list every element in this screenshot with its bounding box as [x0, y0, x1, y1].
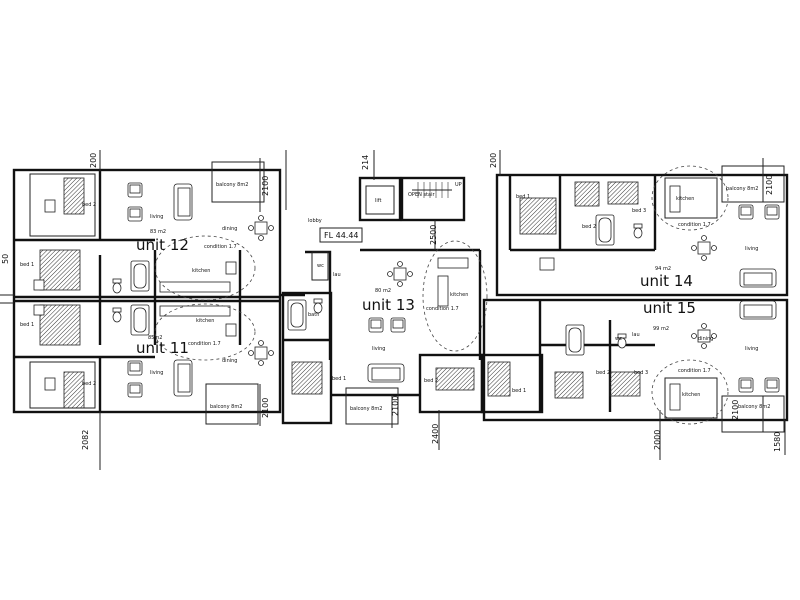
dim-2100-bottom-mid: 2100 [391, 396, 400, 416]
room-u13-bed1: bed 1 [332, 376, 346, 382]
dim-214: 214 [361, 155, 370, 170]
room-u15-kitchen: kitchen [682, 392, 700, 398]
dim-2100-bottom-left: 2100 [261, 398, 270, 418]
unit-11-label: unit 11 [136, 339, 189, 357]
unit13-furniture [287, 240, 511, 397]
room-u13-kitchen: kitchen [450, 292, 468, 298]
unit-12-label: unit 12 [136, 236, 189, 254]
unit-15-area: 99 m2 [653, 326, 669, 332]
room-u14-bed3: bed 3 [632, 208, 646, 214]
right-wing-walls [482, 165, 789, 433]
left-wing-walls [0, 161, 282, 425]
left-wing-furniture [33, 177, 274, 409]
room-open-stair: OPEN stair [408, 192, 435, 198]
dim-50: 50 [1, 254, 10, 264]
room-u12-bed1: bed 1 [20, 262, 34, 268]
unit-13-area: 80 m2 [375, 288, 391, 294]
dim-1580: 1580 [773, 432, 782, 452]
room-u14-kitchen: kitchen [676, 196, 694, 202]
dimension-lines [99, 150, 786, 470]
room-u13-bed2: bed 2 [424, 378, 438, 384]
room-u15-bed3: bed 3 [634, 370, 648, 376]
room-u11-kitchen: kitchen [196, 318, 214, 324]
room-u13-lau: lau [333, 272, 341, 278]
unit-13-condition: condition 1.7 [426, 306, 459, 312]
dim-2500: 2500 [429, 225, 438, 245]
room-u15-bed2: bed 2 [596, 370, 610, 376]
room-u14-bed2: bed 2 [582, 224, 596, 230]
room-u11-dining: dining [222, 358, 237, 364]
room-u15-living: living [745, 346, 758, 352]
unit-14-area: 94 m2 [655, 266, 671, 272]
room-u14-living: living [745, 246, 758, 252]
room-u13-wc: wc [317, 263, 324, 269]
room-u12-balcony: balcony 8m2 [216, 182, 248, 188]
unit-11-condition: condition 1.7 [188, 341, 221, 347]
room-u12-bed2: bed 2 [82, 202, 96, 208]
room-u11-living: living [150, 370, 163, 376]
room-u12-kitchen: kitchen [192, 268, 210, 274]
unit-11-area: 85m2 [148, 335, 162, 341]
room-up: UP [455, 182, 462, 188]
floor-level-tag: FL 44.44 [319, 227, 363, 243]
room-lift: lift [375, 198, 381, 204]
room-u11-bed2: bed 2 [82, 381, 96, 387]
unit-14-label: unit 14 [640, 272, 693, 290]
dim-2100-top-left: 2100 [261, 176, 270, 196]
room-u15-balcony: balcony 8m2 [738, 404, 770, 410]
room-u11-bed1: bed 1 [20, 322, 34, 328]
room-u15-lau: lau [632, 332, 640, 338]
room-u12-living: living [150, 214, 163, 220]
room-u13-balcony: balcony 8m2 [350, 406, 382, 412]
dim-200: 200 [89, 153, 98, 168]
room-u13-living: living [372, 346, 385, 352]
room-u14-bed1: bed 1 [516, 194, 530, 200]
room-u15-wc: wc [615, 336, 622, 342]
unit-15-condition: condition 1.7 [678, 368, 711, 374]
room-u15-bed1: bed 1 [512, 388, 526, 394]
floor-level-label: FL 44.44 [324, 231, 359, 240]
dim-200-right: 200 [489, 153, 498, 168]
dim-2100-top-right: 2100 [765, 175, 774, 195]
right-wing-furniture [519, 165, 780, 425]
room-u14-balcony: balcony 8m2 [726, 186, 758, 192]
unit13-walls [281, 248, 544, 425]
unit-13-label: unit 13 [362, 296, 415, 314]
unit-12-condition: condition 1.7 [204, 244, 237, 250]
room-u11-balcony: balcony 8m2 [210, 404, 242, 410]
dim-2000: 2000 [653, 430, 662, 450]
unit-15-label: unit 15 [643, 299, 696, 317]
room-u15-dining: dining [698, 336, 713, 342]
room-u13-bath: bath [308, 312, 319, 318]
unit-12-area: 83 m2 [150, 229, 166, 235]
dim-2082: 2082 [81, 430, 90, 450]
dim-2100-bottom-right: 2100 [731, 400, 740, 420]
unit-14-condition: condition 1.7 [678, 222, 711, 228]
room-u12-dining: dining [222, 226, 237, 232]
room-lobby: lobby [308, 218, 322, 224]
dim-2400: 2400 [431, 424, 440, 444]
